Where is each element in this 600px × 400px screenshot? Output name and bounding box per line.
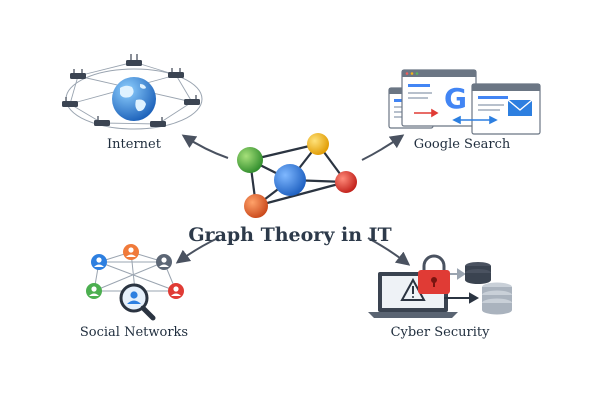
arrows <box>175 134 411 266</box>
node-label-internet: Internet <box>107 137 161 152</box>
diagram-title: Graph Theory in IT <box>188 224 392 246</box>
social-node <box>123 244 139 260</box>
node-label-google: Google Search <box>413 137 511 152</box>
google-g-letter: G <box>444 82 467 115</box>
arrow-to-security <box>367 237 411 266</box>
arrow-to-google <box>361 134 405 161</box>
graph-node-orange <box>244 194 268 218</box>
node-label-social: Social Networks <box>79 325 189 340</box>
node-label-security: Cyber Security <box>390 325 490 340</box>
graph-node-blue <box>274 164 306 196</box>
server-stack-icon <box>465 262 491 284</box>
graph-node-red <box>335 171 357 193</box>
search-engine-icon: G <box>388 69 541 135</box>
graph-node-yellow <box>307 133 329 155</box>
globe-network-icon <box>62 54 203 130</box>
arrow-to-social <box>175 237 219 264</box>
database-icon <box>482 282 512 315</box>
graph-icon <box>237 133 357 218</box>
arrow-to-internet <box>181 134 229 159</box>
graph-node-green <box>237 147 263 173</box>
security-lock-icon <box>368 254 512 318</box>
social-graph-icon <box>86 244 184 321</box>
